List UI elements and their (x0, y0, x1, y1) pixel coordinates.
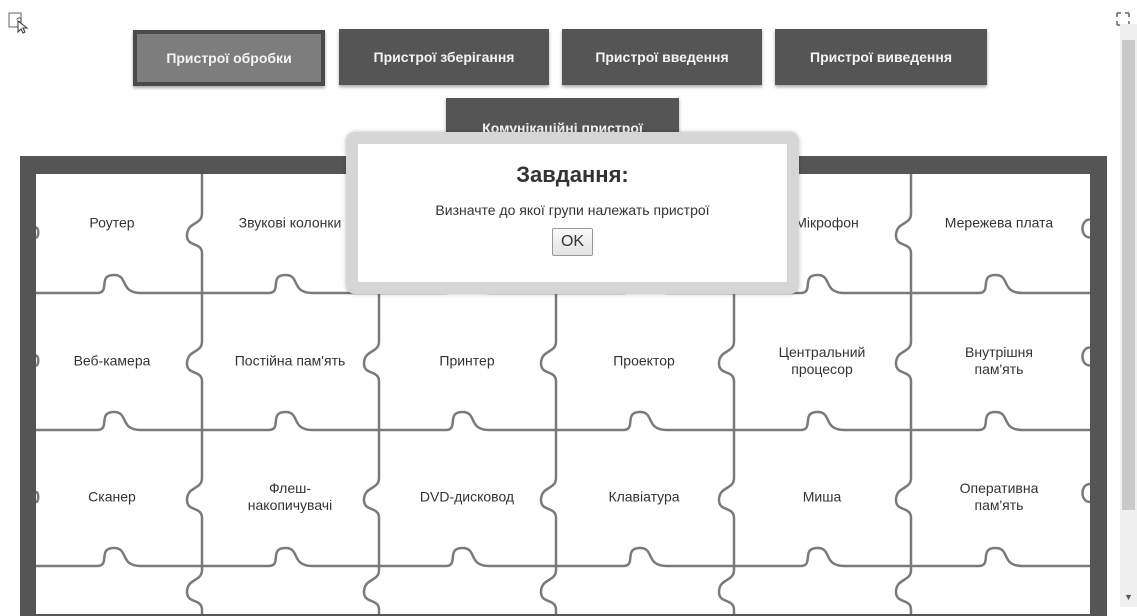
puzzle-edge (36, 410, 1090, 432)
category-button-output[interactable]: Пристрої виведення (775, 29, 987, 85)
puzzle-edge (36, 546, 1090, 568)
puzzle-piece[interactable]: Веб-камера (73, 352, 151, 369)
puzzle-edge (894, 174, 913, 614)
puzzle-piece[interactable]: Постійна пам'ять (234, 352, 346, 369)
puzzle-piece[interactable]: DVD-дисковод (419, 488, 515, 505)
help-icon[interactable]: ? (8, 12, 30, 34)
task-dialog-title: Завдання: (516, 162, 629, 187)
puzzle-piece[interactable]: Мережева плата (944, 214, 1054, 231)
task-dialog: Завдання: Визначте до якої групи належат… (346, 132, 799, 294)
puzzle-piece[interactable]: Внутрішня пам'ять (965, 344, 1033, 377)
scroll-down-arrow-icon[interactable]: ▼ (1124, 592, 1133, 602)
puzzle-piece[interactable]: Центральний процесор (778, 344, 866, 377)
puzzle-piece[interactable]: Проектор (613, 352, 675, 369)
scrollbar-thumb[interactable] (1122, 40, 1135, 510)
puzzle-piece[interactable]: Миша (802, 488, 842, 505)
category-button-processing[interactable]: Пристрої обробки (133, 30, 325, 86)
puzzle-piece[interactable]: Флеш-накопичувачі (247, 480, 333, 513)
category-button-input[interactable]: Пристрої введення (562, 29, 762, 85)
puzzle-piece[interactable]: Звукові колонки (238, 214, 342, 231)
category-button-label: Пристрої виведення (810, 49, 952, 65)
puzzle-piece[interactable]: Клавіатура (608, 488, 680, 505)
task-dialog-body: Завдання: Визначте до якої групи належат… (358, 144, 787, 282)
puzzle-piece[interactable]: Сканер (88, 488, 136, 505)
category-button-label: Пристрої зберігання (373, 49, 515, 65)
puzzle-piece[interactable]: Роутер (89, 214, 135, 231)
ok-button[interactable]: OK (551, 228, 594, 256)
category-button-label: Пристрої обробки (166, 50, 292, 66)
puzzle-edge (36, 226, 40, 504)
puzzle-piece[interactable]: Принтер (439, 352, 495, 369)
category-button-label: Пристрої введення (595, 49, 729, 65)
task-dialog-text: Визначте до якої групи належать пристрої (435, 202, 710, 218)
puzzle-piece[interactable]: Оперативна пам'ять (959, 480, 1039, 513)
puzzle-piece[interactable]: Мікрофон (795, 214, 859, 231)
puzzle-edge (1081, 218, 1090, 504)
category-button-storage[interactable]: Пристрої зберігання (339, 29, 549, 85)
puzzle-edge (185, 174, 204, 614)
